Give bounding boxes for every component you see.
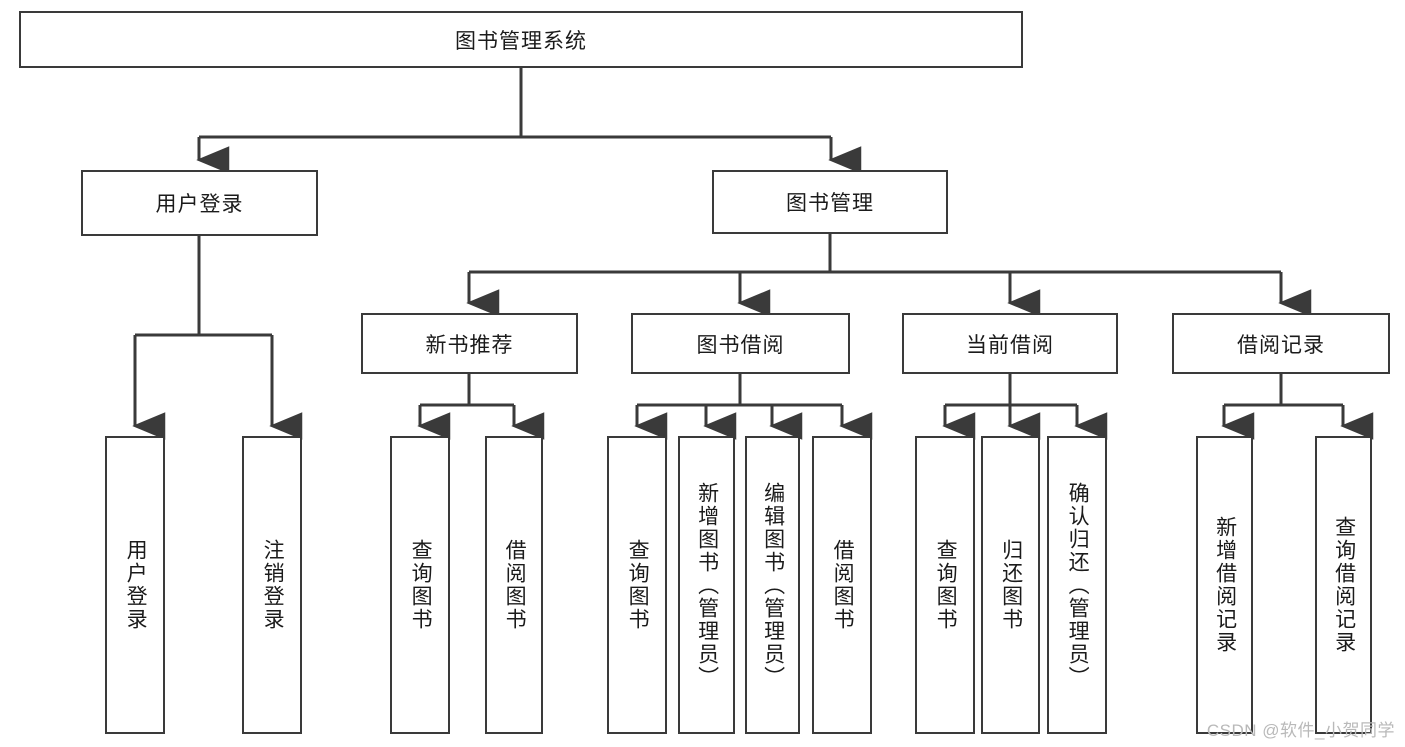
node-add-book-admin-label: 新增图书（管理员） <box>695 481 719 689</box>
node-confirm-return-admin-label: 确认归还（管理员） <box>1066 481 1090 689</box>
node-user-login-label: 用户登录 <box>155 193 244 216</box>
node-borrow-book-1-label: 借阅图书 <box>503 539 527 631</box>
node-borrow-records[interactable]: 借阅记录 <box>1172 313 1390 374</box>
watermark: CSDN @软件_小贺同学 <box>1206 721 1395 740</box>
node-query-book-3-label: 查询图书 <box>934 539 958 631</box>
node-confirm-return-admin[interactable]: 确认归还（管理员） <box>1047 436 1107 734</box>
node-return-book-label: 归还图书 <box>999 539 1023 631</box>
node-borrow-book-2-label: 借阅图书 <box>831 539 855 631</box>
node-root-label: 图书管理系统 <box>455 29 587 53</box>
node-user-login-do-label: 用户登录 <box>124 539 148 631</box>
node-borrow-book-2[interactable]: 借阅图书 <box>812 436 872 734</box>
node-book-management[interactable]: 图书管理 <box>712 170 948 234</box>
node-query-borrow-record[interactable]: 查询借阅记录 <box>1315 436 1372 734</box>
node-new-book-recommend-label: 新书推荐 <box>425 333 514 357</box>
node-borrow-book-1[interactable]: 借阅图书 <box>485 436 543 734</box>
node-query-book-2[interactable]: 查询图书 <box>607 436 667 734</box>
node-return-book[interactable]: 归还图书 <box>981 436 1040 734</box>
node-edit-book-admin-label: 编辑图书（管理员） <box>761 481 785 689</box>
node-edit-book-admin[interactable]: 编辑图书（管理员） <box>745 436 800 734</box>
node-user-login-do[interactable]: 用户登录 <box>105 436 165 734</box>
node-query-book-1[interactable]: 查询图书 <box>390 436 450 734</box>
node-new-book-recommend[interactable]: 新书推荐 <box>361 313 578 374</box>
node-add-book-admin[interactable]: 新增图书（管理员） <box>678 436 735 734</box>
node-book-management-label: 图书管理 <box>786 192 874 215</box>
node-query-book-3[interactable]: 查询图书 <box>915 436 975 734</box>
node-query-book-1-label: 查询图书 <box>409 539 433 631</box>
node-current-borrow-label: 当前借阅 <box>966 333 1054 357</box>
node-book-borrow-label: 图书借阅 <box>696 333 785 357</box>
node-root[interactable]: 图书管理系统 <box>19 11 1023 68</box>
node-user-logout-label: 注销登录 <box>261 539 285 631</box>
node-book-borrow[interactable]: 图书借阅 <box>631 313 850 374</box>
node-borrow-records-label: 借阅记录 <box>1237 333 1325 357</box>
node-user-login[interactable]: 用户登录 <box>81 170 318 236</box>
node-current-borrow[interactable]: 当前借阅 <box>902 313 1118 374</box>
node-user-logout[interactable]: 注销登录 <box>242 436 302 734</box>
node-add-borrow-record-label: 新增借阅记录 <box>1213 516 1237 654</box>
node-add-borrow-record[interactable]: 新增借阅记录 <box>1196 436 1253 734</box>
node-query-book-2-label: 查询图书 <box>626 539 650 631</box>
node-query-borrow-record-label: 查询借阅记录 <box>1332 516 1356 654</box>
